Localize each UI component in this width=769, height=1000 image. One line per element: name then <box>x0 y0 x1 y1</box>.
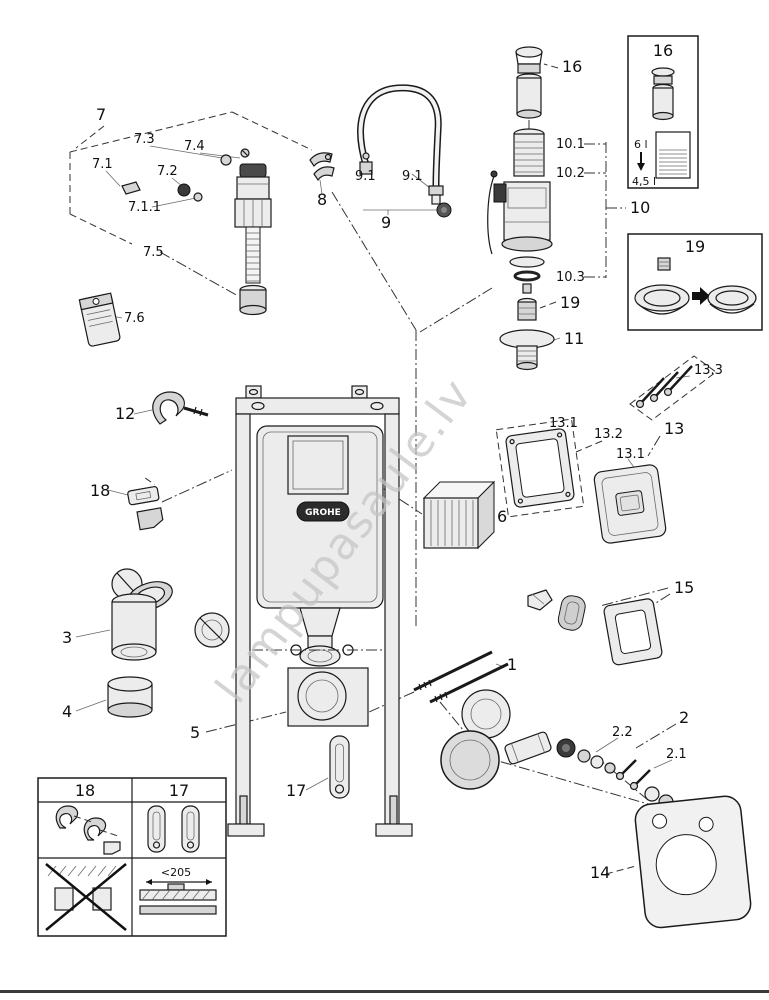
callout-5: 5 <box>190 723 200 742</box>
callout-17: 17 <box>286 781 306 800</box>
part-2-connection-set <box>440 689 674 810</box>
callout-10-2: 10.2 <box>556 166 585 181</box>
callout-4: 4 <box>62 702 72 721</box>
part-8-bracket <box>309 152 335 182</box>
part-6-housing <box>422 480 496 550</box>
inset-bottom-brackets: 18 17 <205 <box>37 777 227 937</box>
callout-8: 8 <box>317 190 327 209</box>
part-18-bracket <box>127 477 164 531</box>
callout-11: 11 <box>564 329 584 348</box>
callout-7-6: 7.6 <box>124 311 145 326</box>
part-11-fitting <box>499 329 555 371</box>
right-arrow-icon <box>692 287 710 305</box>
inset-bowl-compat: 19 <box>627 233 763 331</box>
part-14-sound-insulation <box>634 795 752 929</box>
callout-14: 14 <box>590 863 610 882</box>
callout-7-5: 7.5 <box>143 245 164 260</box>
inset-19-title: 19 <box>685 237 705 256</box>
frame-rapid-sl: GROHE <box>227 385 413 837</box>
inset-flush-volume: 16 6 l 4,5 l <box>627 35 699 189</box>
part-3-elbow <box>111 568 173 661</box>
inset-16-title: 16 <box>653 41 673 60</box>
callout-12: 12 <box>115 404 135 423</box>
callout-13: 13 <box>664 419 684 438</box>
page-bottom-rule <box>0 990 769 993</box>
callout-1: 1 <box>507 655 517 674</box>
callout-labels: 7 7.3 7.4 7.1 7.2 7.1.1 7.5 7.6 8 9.1 9.… <box>62 57 723 882</box>
callout-18: 18 <box>90 481 110 500</box>
callout-19: 19 <box>560 293 580 312</box>
callout-2: 2 <box>679 708 689 727</box>
part-4-sleeve <box>107 676 153 718</box>
callout-7-4: 7.4 <box>184 139 205 154</box>
inset-18-title: 18 <box>75 781 95 800</box>
grohe-logo-badge <box>296 501 350 522</box>
callout-9-1b: 9.1 <box>402 169 423 184</box>
part-seal-cap <box>194 612 230 648</box>
full-flush-label: 6 l <box>634 138 648 151</box>
callout-7-3: 7.3 <box>134 132 155 147</box>
callout-7-2: 7.2 <box>157 164 178 179</box>
callout-10-3: 10.3 <box>556 270 585 285</box>
plug-icon <box>657 257 671 271</box>
callout-10: 10 <box>630 198 650 217</box>
callout-2-1: 2.1 <box>666 747 687 762</box>
construction-box-13 <box>495 418 585 518</box>
callout-6: 6 <box>497 507 507 526</box>
part-1-rods <box>413 650 509 704</box>
callout-9: 9 <box>381 213 391 232</box>
part-7-fill-valve <box>121 148 272 316</box>
part-10-flush-valve <box>487 128 553 294</box>
reduced-flush-label: 4,5 l <box>632 175 656 188</box>
part-13-3-screws <box>629 355 717 421</box>
dimension-label: <205 <box>161 866 191 879</box>
inset-17-title: 17 <box>169 781 189 800</box>
callout-7-1-1: 7.1.1 <box>128 200 161 215</box>
callout-7-1: 7.1 <box>92 157 113 172</box>
part-13-push-plate <box>593 464 667 544</box>
callout-15: 15 <box>674 578 694 597</box>
part-15-kit <box>527 589 663 666</box>
part-7-6-bag <box>78 292 121 347</box>
callout-13-1a: 13.1 <box>549 416 578 431</box>
part-19-plug <box>517 297 537 321</box>
grohe-logo-text: GROHE <box>305 508 341 518</box>
toilet-bowl-left-icon <box>634 284 690 312</box>
callout-13-1b: 13.1 <box>616 447 645 462</box>
part-16-inlet <box>515 46 543 133</box>
callout-7: 7 <box>96 105 106 124</box>
callout-16: 16 <box>562 57 582 76</box>
callout-10-1: 10.1 <box>556 137 585 152</box>
part-17-strap <box>329 735 350 799</box>
part-13-gasket-frame <box>505 428 575 508</box>
part-12-hook <box>152 391 209 425</box>
part-9-hose <box>357 84 452 218</box>
callout-2-2: 2.2 <box>612 725 633 740</box>
toilet-bowl-right-icon <box>707 285 757 311</box>
callout-13-2: 13.2 <box>594 427 623 442</box>
callout-9-1a: 9.1 <box>355 169 376 184</box>
callout-13-3: 13.3 <box>694 363 723 378</box>
callout-3: 3 <box>62 628 72 647</box>
down-arrow-icon <box>637 163 645 171</box>
